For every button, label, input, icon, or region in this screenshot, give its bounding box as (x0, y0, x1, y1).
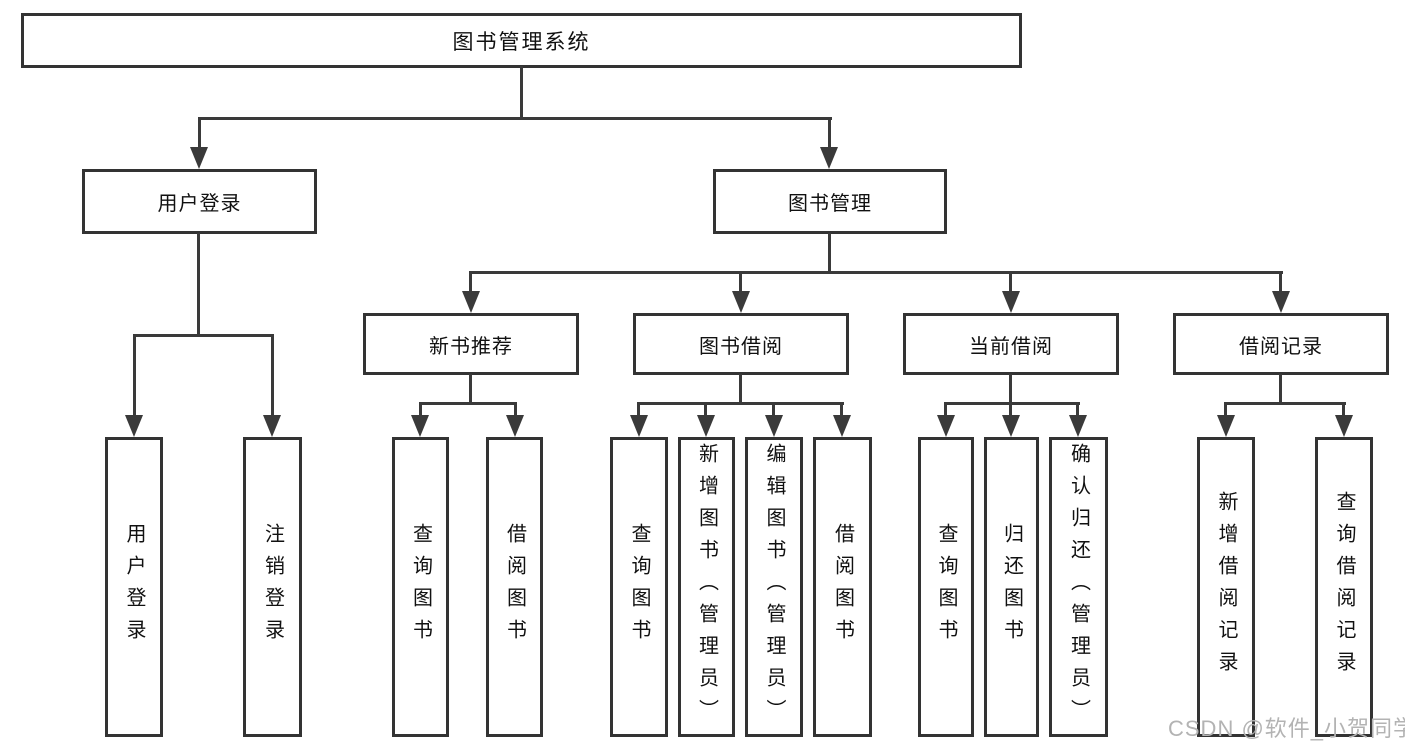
node-book-management: 图书管理 (713, 169, 947, 234)
leaf-query-books-2: 查询图书 (610, 437, 668, 737)
connector-line (944, 402, 947, 420)
leaf-user-login: 用户登录 (105, 437, 163, 737)
connector-line (739, 271, 742, 293)
arrowhead-icon (630, 415, 648, 437)
arrowhead-icon (190, 147, 208, 169)
connector-line (520, 66, 523, 120)
leaf-confirm-return-admin: 确认归还（管理员） (1049, 437, 1108, 737)
leaf-logout: 注销登录 (243, 437, 302, 737)
connector-line (514, 402, 517, 420)
connector-line (1009, 374, 1012, 405)
arrowhead-icon (1335, 415, 1353, 437)
leaf-borrow-books-1-label: 借阅图书 (503, 523, 526, 651)
connector-line (198, 117, 201, 149)
connector-line (828, 233, 831, 274)
node-root: 图书管理系统 (21, 13, 1022, 68)
connector-line (271, 334, 274, 417)
connector-line (133, 334, 136, 417)
connector-line (1279, 374, 1282, 405)
connector-line (133, 334, 274, 337)
leaf-logout-label: 注销登录 (261, 523, 284, 651)
arrowhead-icon (263, 415, 281, 437)
leaf-edit-books-admin-label: 编辑图书（管理员） (763, 443, 785, 731)
arrowhead-icon (697, 415, 715, 437)
node-borrow-records-label: 借阅记录 (1239, 335, 1323, 358)
leaf-query-borrow-record-label: 查询借阅记录 (1333, 491, 1355, 683)
node-book-borrow-label: 图书借阅 (699, 335, 783, 358)
node-book-management-label: 图书管理 (788, 193, 872, 215)
arrowhead-icon (820, 147, 838, 169)
connector-line (772, 402, 775, 420)
arrowhead-icon (937, 415, 955, 437)
connector-line (638, 402, 844, 405)
connector-line (1076, 402, 1079, 420)
connector-line (1342, 402, 1345, 420)
node-current-borrow-label: 当前借阅 (969, 335, 1053, 358)
leaf-user-login-label: 用户登录 (123, 523, 145, 651)
leaf-borrow-books-2-label: 借阅图书 (831, 523, 854, 651)
arrowhead-icon (1069, 415, 1087, 437)
leaf-add-books-admin: 新增图书（管理员） (678, 437, 735, 737)
connector-line (419, 402, 422, 420)
leaf-query-books-2-label: 查询图书 (628, 523, 650, 651)
connector-line (469, 271, 472, 293)
connector-line (637, 402, 640, 420)
leaf-add-borrow-record: 新增借阅记录 (1197, 437, 1255, 737)
leaf-query-books-3: 查询图书 (918, 437, 974, 737)
arrowhead-icon (1272, 291, 1290, 313)
connector-line (1009, 402, 1012, 420)
leaf-return-books-label: 归还图书 (1000, 523, 1023, 651)
connector-line (704, 402, 707, 420)
connector-line (1009, 271, 1012, 293)
node-user-login-label: 用户登录 (157, 193, 242, 215)
leaf-borrow-books-2: 借阅图书 (813, 437, 872, 737)
connector-line (828, 117, 831, 149)
arrowhead-icon (1002, 291, 1020, 313)
leaf-edit-books-admin: 编辑图书（管理员） (745, 437, 803, 737)
node-new-book-recommend: 新书推荐 (363, 313, 579, 375)
node-root-label: 图书管理系统 (452, 30, 591, 54)
leaf-borrow-books-1: 借阅图书 (486, 437, 543, 737)
leaf-query-books-1-label: 查询图书 (409, 523, 432, 651)
arrowhead-icon (833, 415, 851, 437)
leaf-query-books-3-label: 查询图书 (935, 523, 957, 651)
connector-line (197, 233, 200, 337)
leaf-confirm-return-admin-label: 确认归还（管理员） (1067, 443, 1090, 731)
leaf-add-borrow-record-label: 新增借阅记录 (1215, 491, 1237, 683)
node-book-borrow: 图书借阅 (633, 313, 849, 375)
arrowhead-icon (1217, 415, 1235, 437)
leaf-query-books-1: 查询图书 (392, 437, 449, 737)
connector-line (469, 271, 1283, 274)
connector-line (1224, 402, 1227, 420)
leaf-add-books-admin-label: 新增图书（管理员） (695, 443, 718, 731)
connector-line (1225, 402, 1346, 405)
node-current-borrow: 当前借阅 (903, 313, 1119, 375)
arrowhead-icon (732, 291, 750, 313)
leaf-return-books: 归还图书 (984, 437, 1039, 737)
arrowhead-icon (125, 415, 143, 437)
connector-line (419, 402, 517, 405)
arrowhead-icon (765, 415, 783, 437)
node-borrow-records: 借阅记录 (1173, 313, 1389, 375)
connector-line (945, 402, 1080, 405)
arrowhead-icon (1002, 415, 1020, 437)
arrowhead-icon (462, 291, 480, 313)
arrowhead-icon (411, 415, 429, 437)
connector-line (469, 374, 472, 405)
arrowhead-icon (506, 415, 524, 437)
connector-line (198, 117, 832, 120)
leaf-query-borrow-record: 查询借阅记录 (1315, 437, 1373, 737)
connector-line (739, 374, 742, 405)
csdn-watermark: CSDN @软件_小贺同学 (1168, 716, 1405, 741)
connector-line (1279, 271, 1282, 293)
node-new-book-recommend-label: 新书推荐 (429, 335, 513, 358)
connector-line (840, 402, 843, 420)
node-user-login: 用户登录 (82, 169, 317, 234)
